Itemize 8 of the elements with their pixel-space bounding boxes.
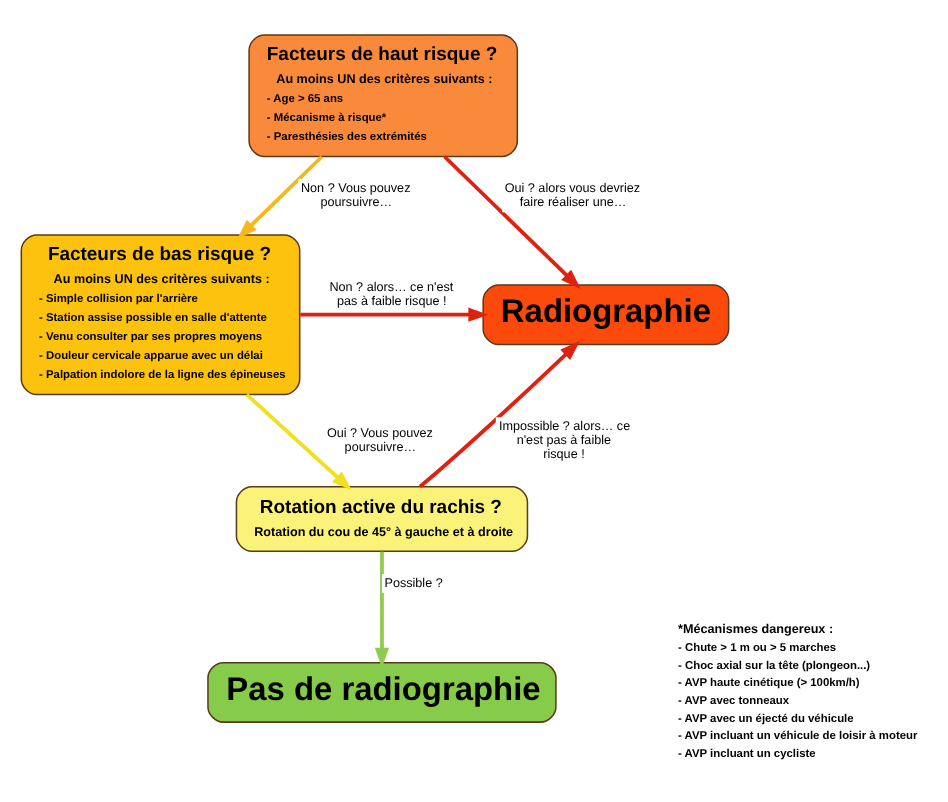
arrow [418, 339, 580, 487]
arrow [300, 306, 489, 321]
node-box: Radiographie [482, 283, 730, 345]
node-box: Pas de radiographie [207, 660, 557, 722]
arrow [374, 550, 390, 667]
arrow [237, 154, 324, 238]
arrow [443, 154, 581, 288]
arrow [245, 392, 352, 490]
